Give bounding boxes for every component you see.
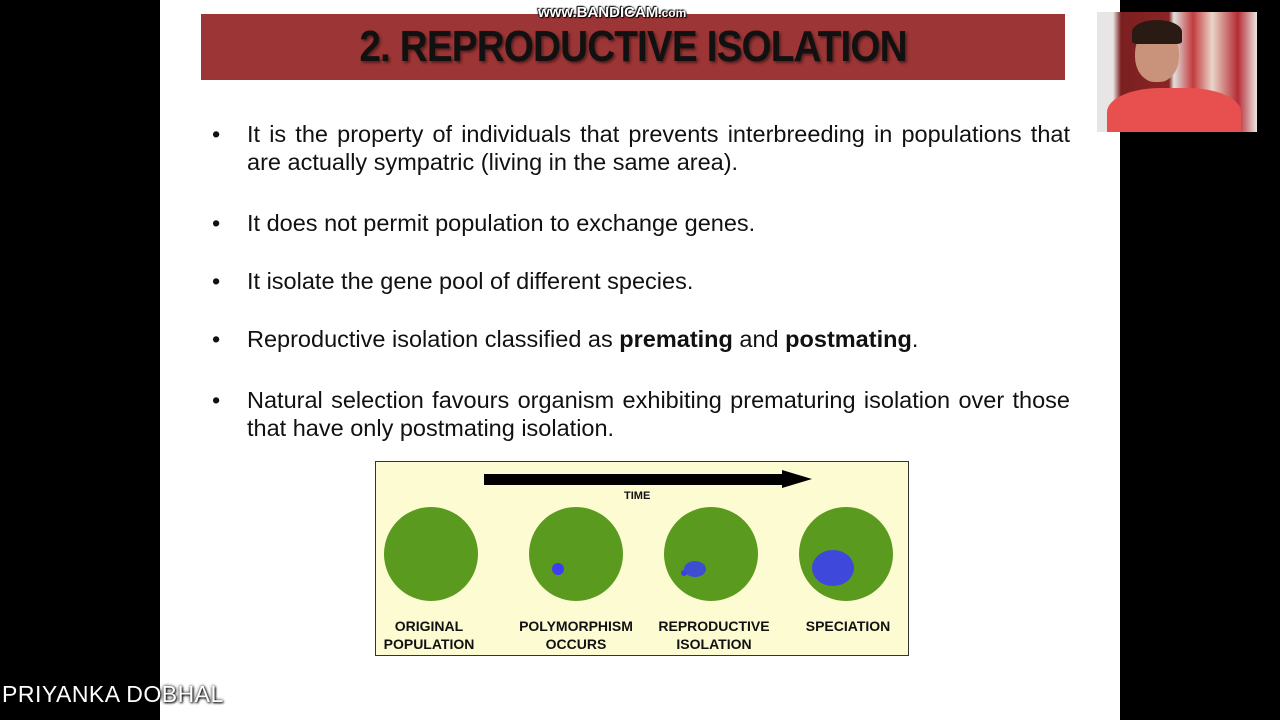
arrow-head-icon [782, 470, 812, 488]
variant-dot-icon [681, 570, 687, 576]
bullet-list: • It is the property of individuals that … [208, 120, 1070, 442]
new-species-cluster-icon [812, 550, 854, 586]
bullet-text: It is the property of individuals that p… [247, 121, 1070, 175]
watermark-main: www.BANDICAM [538, 4, 659, 21]
stage-label-speciation: SPECIATION [805, 618, 891, 634]
bandicam-watermark: www.BANDICAM.com [538, 4, 686, 21]
bullet-icon: • [212, 210, 221, 236]
webcam-person-hair [1132, 20, 1182, 44]
webcam-person-shirt [1107, 88, 1241, 132]
time-label: TIME [624, 490, 651, 502]
bullet-icon: • [212, 268, 221, 294]
bullet-text: It isolate the gene pool of different sp… [247, 268, 694, 294]
bullet-icon: • [212, 326, 221, 352]
title-bar: 2. REPRODUCTIVE ISOLATION [201, 14, 1065, 80]
time-arrow-icon [484, 474, 784, 485]
bullet-text: and [732, 326, 786, 352]
bullet-item: • Natural selection favours organism exhi… [208, 386, 1070, 442]
bullet-emphasis-premating: premating [619, 326, 733, 352]
presentation-slide: 2. REPRODUCTIVE ISOLATION www.BANDICAM.c… [160, 0, 1120, 720]
bullet-emphasis-postmating: postmating [785, 326, 912, 352]
bullet-icon: • [212, 121, 221, 147]
bullet-text: Reproductive isolation classified as [247, 326, 620, 352]
bullet-text: It does not permit population to exchang… [247, 210, 756, 236]
bullet-item: • It does not permit population to exchan… [208, 209, 1070, 237]
presenter-name-caption: PRIYANKA DOBHAL [2, 681, 224, 707]
bullet-item: • It is the property of individuals that … [208, 120, 1070, 176]
bullet-icon: • [212, 387, 221, 413]
population-circle-speciation [799, 507, 893, 601]
watermark-suffix: .com [658, 6, 687, 20]
variant-dot-icon [552, 563, 564, 575]
bullet-text: . [911, 326, 919, 352]
bullet-item: • It isolate the gene pool of different s… [208, 267, 1070, 295]
presenter-webcam [1097, 12, 1257, 132]
population-circle-isolation [664, 507, 758, 601]
population-circle-polymorphism [529, 507, 623, 601]
bullet-item: • Reproductive isolation classified as pr… [208, 325, 1070, 353]
population-circle-original [384, 507, 478, 601]
bullet-text: Natural selection favours organism exhib… [247, 387, 1070, 441]
variant-cluster-icon [684, 561, 706, 577]
slide-title: 2. REPRODUCTIVE ISOLATION [359, 22, 907, 71]
